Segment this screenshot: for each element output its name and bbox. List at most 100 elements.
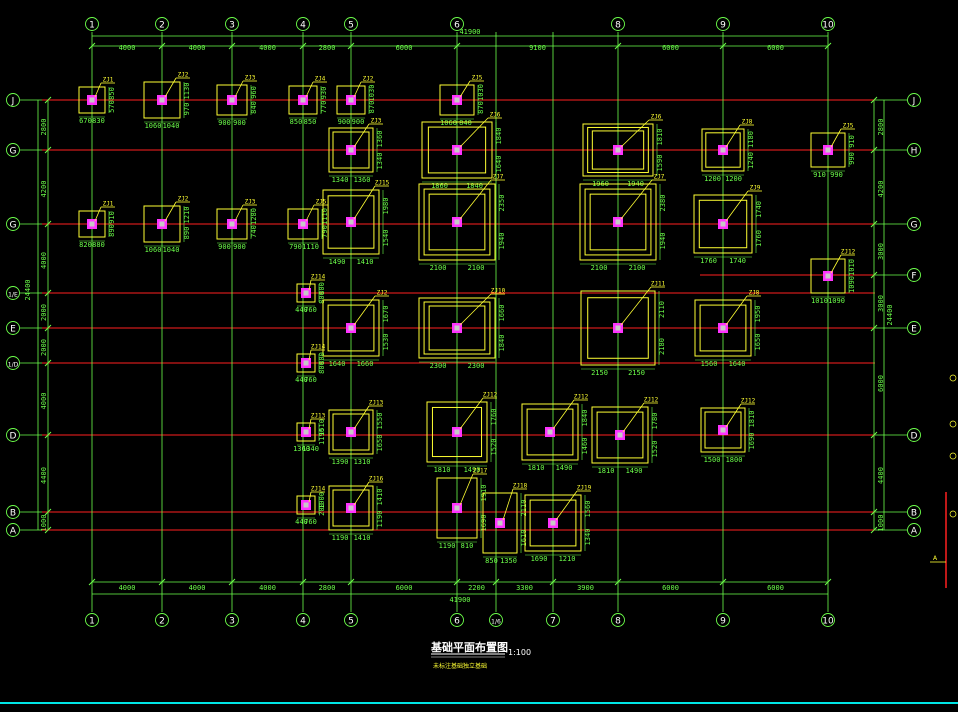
- footing-dim-2: 2100: [468, 264, 485, 272]
- footing-dim-1: 900: [338, 118, 351, 126]
- dim-bottom-4: 6000: [396, 584, 413, 592]
- footing-tag: ZJ8: [742, 119, 753, 126]
- tag-leader: [353, 405, 370, 430]
- axis-bottom-6-circle: [450, 613, 464, 627]
- tag-leader: [234, 80, 244, 98]
- axis-left-1-label: G: [10, 147, 17, 157]
- footing-outline: [327, 195, 375, 249]
- axis-right-2-label: G: [911, 221, 918, 231]
- dim-tick-right: [870, 508, 878, 516]
- axis-left-4-label: E: [10, 325, 16, 335]
- axis-bottom-9-circle: [716, 613, 730, 627]
- footing-tag: ZJ8: [749, 290, 760, 297]
- tag-leader: [308, 349, 312, 361]
- footing-outline: [336, 85, 366, 115]
- footing-vdim-1: 1670: [382, 306, 390, 323]
- footing-outline: [596, 411, 644, 459]
- axis-bottom-4-circle: [296, 613, 310, 627]
- footing-dim-1: 2100: [430, 264, 447, 272]
- column-core: [300, 221, 306, 227]
- dim-left-1: 4200: [40, 181, 48, 198]
- axis-top-4-label: 4: [300, 21, 306, 31]
- dim-tick-top: [614, 42, 622, 50]
- footing-outline: [587, 126, 649, 174]
- column-core: [720, 221, 726, 227]
- axis-right-6-label: B: [911, 509, 917, 519]
- footing-outline: [701, 128, 745, 172]
- dim-left-3: 2000: [40, 304, 48, 321]
- dim-tick-bottom: [824, 578, 832, 586]
- footing-outline: [296, 422, 316, 442]
- footing-dim-2: 900: [233, 119, 246, 127]
- axis-right-2-circle: [907, 217, 921, 231]
- footing-vdim-1: 2350: [498, 195, 506, 212]
- footing-vdim-2: 1840: [498, 335, 506, 352]
- column-core: [348, 219, 354, 225]
- footing-tag: ZJ17: [473, 468, 488, 475]
- footing-dim-1: 820: [79, 241, 92, 249]
- tag-leader: [459, 117, 489, 148]
- dim-tick-right: [870, 431, 878, 439]
- dim-right-2: 3000: [877, 243, 885, 260]
- footing-vdim-2: 2180: [658, 338, 666, 355]
- axis-right-5-circle: [907, 428, 921, 442]
- axis-left-8-label: A: [10, 527, 17, 537]
- footing-vdim-2: 800: [318, 361, 326, 374]
- footing-outline: [322, 189, 380, 255]
- footing-outline: [418, 183, 496, 261]
- footing-outline: [582, 123, 654, 177]
- footing-vdim-1: 910: [848, 135, 856, 148]
- footing-dim-1: 1810: [528, 464, 545, 472]
- axis-right-3-circle: [907, 268, 921, 282]
- side-mark-circle-2: [949, 452, 957, 460]
- footing-outline: [587, 297, 649, 359]
- tag-leader: [620, 179, 653, 220]
- tag-leader: [459, 473, 474, 506]
- footing-vdim-2: 1540: [382, 230, 390, 247]
- footing-dim-2: 1840: [466, 182, 483, 190]
- footing-vdim-1: 1660: [498, 305, 506, 322]
- footing-outline: [698, 199, 748, 249]
- dim-left-2: 4000: [40, 252, 48, 269]
- footing-outline: [327, 304, 375, 352]
- column-core: [617, 432, 623, 438]
- footing-tag: ZJ3: [245, 75, 256, 82]
- footing-vdim-2: 800: [318, 291, 326, 304]
- footing-dim-1: 1190: [332, 534, 349, 542]
- footing-tag: ZJ2: [178, 196, 189, 203]
- column-core: [547, 429, 553, 435]
- axis-top-8-circle: [611, 17, 625, 31]
- footing-tag: ZJ16: [369, 476, 384, 483]
- footing-vdim-2: 570: [108, 100, 116, 113]
- footing-outline: [431, 406, 483, 458]
- axis-bottom-8-circle: [611, 613, 625, 627]
- drawing-note: 未标注基础独立基础: [433, 662, 487, 670]
- axis-bottom-1-label: 1: [89, 617, 95, 627]
- footing-vdim-1: 1180: [747, 131, 755, 148]
- footing-tag: ZJ3: [245, 199, 256, 206]
- dim-tick-right: [870, 96, 878, 104]
- tag-leader: [94, 206, 102, 222]
- footing-outline: [322, 299, 380, 357]
- footing-vdim-2: 1640: [495, 156, 503, 173]
- footing-outline: [700, 407, 746, 453]
- footing-dim-2: 880: [92, 241, 105, 249]
- footing-dim-1: 1810: [434, 466, 451, 474]
- footing-dim-2: 1360: [354, 176, 371, 184]
- footing-vdim-2: 1460: [581, 438, 589, 455]
- dim-right-6: 1000: [877, 515, 885, 532]
- column-core: [89, 97, 95, 103]
- axis-right-4-label: E: [911, 325, 917, 335]
- footing-dim-2: 1640: [729, 360, 746, 368]
- footing-outline: [591, 130, 645, 170]
- axis-bottom-10-circle: [821, 613, 835, 627]
- column-core: [720, 427, 726, 433]
